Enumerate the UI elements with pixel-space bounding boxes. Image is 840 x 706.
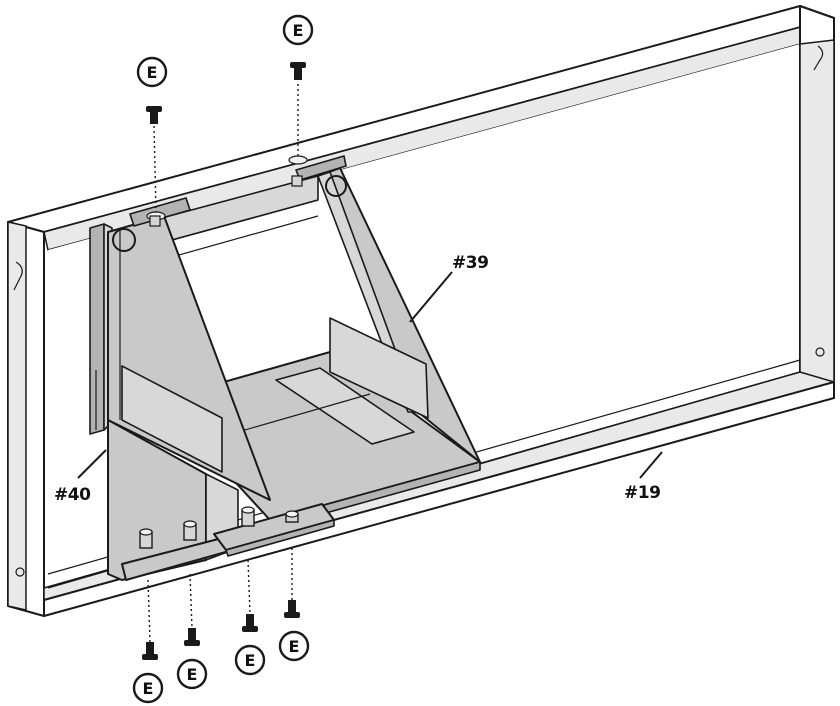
- part-label-19: #19: [624, 483, 660, 503]
- screw-icon: [284, 600, 300, 618]
- callout-e-top-right: E: [282, 14, 314, 46]
- callout-e-bottom-1: E: [132, 672, 164, 704]
- svg-text:E: E: [293, 21, 304, 40]
- assembly-guides: [147, 84, 299, 643]
- screw-icon: [290, 62, 306, 80]
- svg-text:E: E: [245, 651, 256, 670]
- screw-icon: [184, 628, 200, 646]
- callout-e-bottom-4: E: [278, 630, 310, 662]
- callout-e-bottom-3: E: [234, 644, 266, 676]
- svg-text:E: E: [289, 637, 300, 656]
- callout-e-bottom-2: E: [176, 658, 208, 690]
- label-39: #39: [409, 253, 489, 323]
- screws: [142, 62, 306, 660]
- svg-text:E: E: [147, 63, 158, 82]
- svg-text:E: E: [187, 665, 198, 684]
- svg-text:E: E: [143, 679, 154, 698]
- part-label-39: #39: [452, 253, 488, 273]
- part-label-40: #40: [54, 485, 91, 505]
- callout-e-top-left: E: [136, 56, 168, 88]
- screw-icon: [242, 614, 258, 632]
- label-19: #19: [624, 451, 663, 503]
- screw-icon: [146, 106, 162, 124]
- label-40: #40: [54, 449, 107, 505]
- screw-icon: [142, 642, 158, 660]
